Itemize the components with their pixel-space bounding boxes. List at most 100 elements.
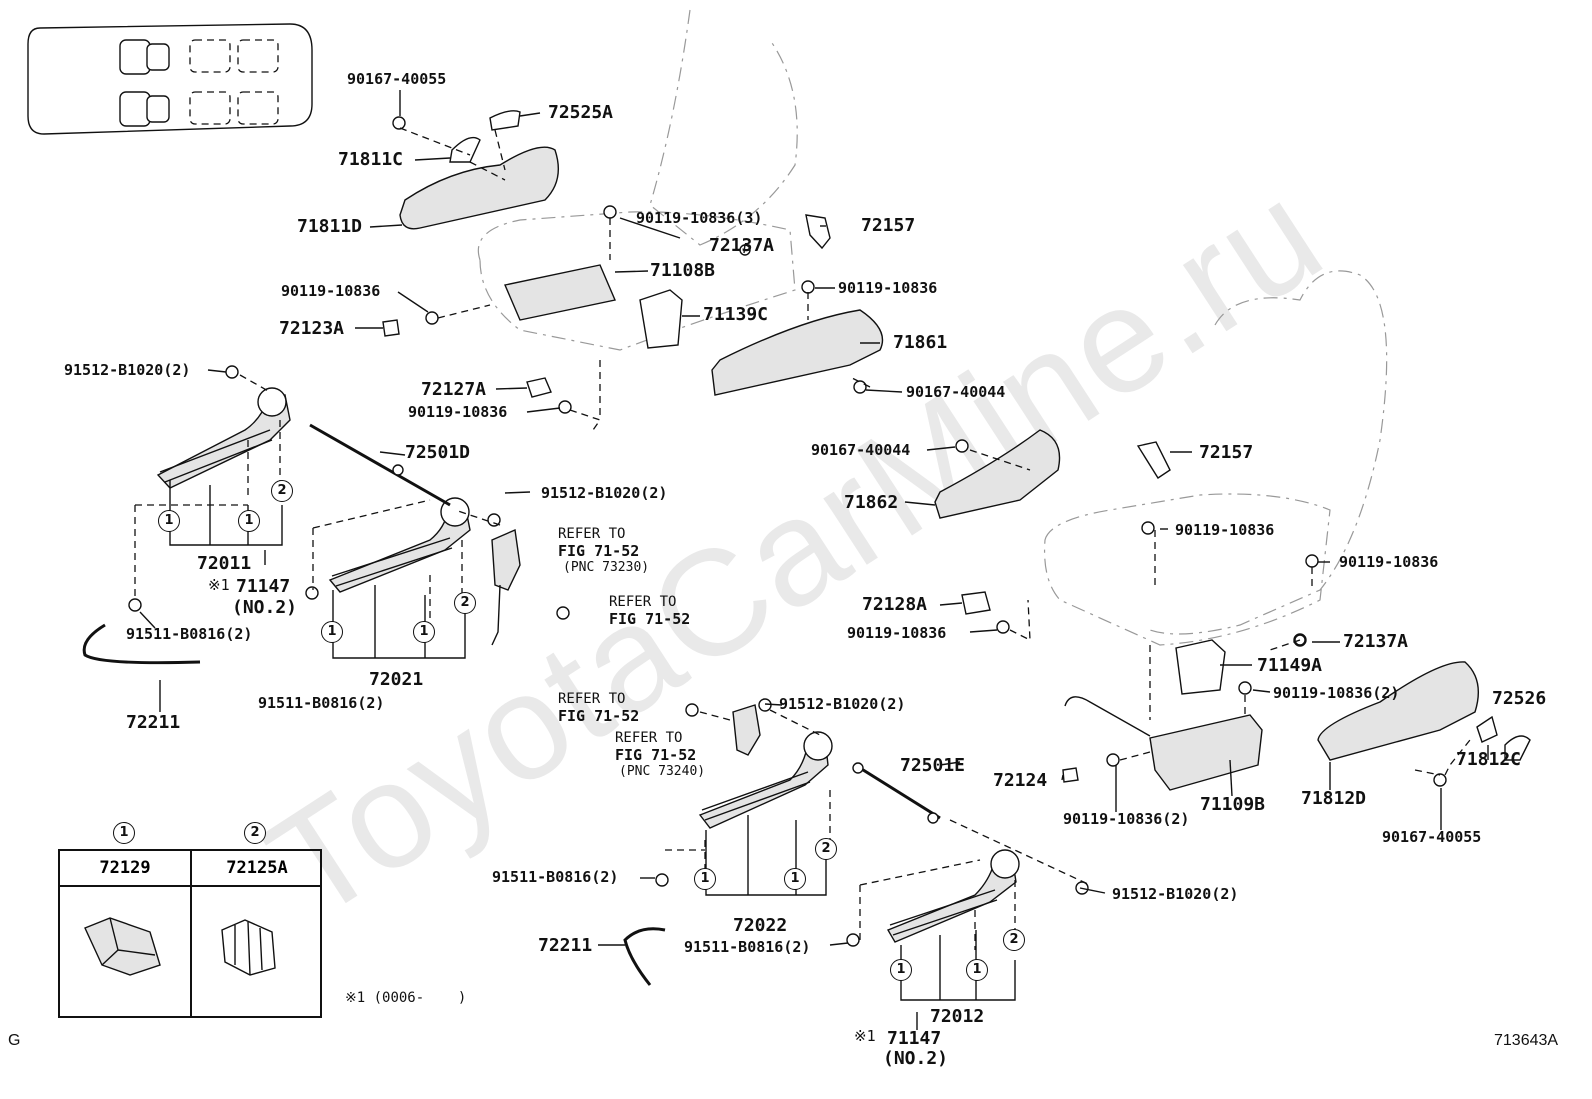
- callout-90167-40044: 90167-40044: [906, 383, 1006, 401]
- leader-lines: [139, 90, 1489, 1030]
- callout-91511-B0816: 91511-B0816(2): [126, 625, 253, 643]
- refer-fig-label: FIG 71-52: [558, 707, 640, 725]
- legend-header-72129: 72129: [60, 851, 190, 887]
- callout-72211: 72211: [126, 712, 181, 733]
- callout-90167-40044: 90167-40044: [811, 441, 911, 459]
- vehicle-seat-layout-icon: [27, 23, 313, 135]
- marker-1: 1: [890, 959, 912, 981]
- marker-2: 2: [815, 838, 837, 860]
- callout-90119-10836: 90119-10836: [1175, 521, 1275, 539]
- upper-seat-outline: [477, 9, 798, 351]
- callout-91512-B1020: 91512-B1020(2): [779, 695, 906, 713]
- callout-90119-10836-3: 90119-10836(3): [636, 209, 763, 227]
- callout-72525A: 72525A: [548, 102, 614, 123]
- callout-90119-10836: 90119-10836: [1339, 553, 1439, 571]
- marker-1: 1: [966, 959, 988, 981]
- footnote-mark: ※1: [208, 576, 230, 594]
- bracket-71139C: [639, 289, 683, 349]
- cover-71149A: [1175, 639, 1226, 695]
- refer-fig-label: FIG 71-52: [615, 746, 697, 764]
- track-72011: [156, 387, 291, 489]
- callout-90119-10836: 90119-10836: [838, 279, 938, 297]
- cap-72525A: [489, 110, 521, 131]
- callout-91512-B1020: 91512-B1020(2): [1112, 885, 1239, 903]
- wire-72211-b: [623, 927, 666, 986]
- callout-71862: 71862: [844, 492, 899, 513]
- legend-marker-1: 1: [113, 822, 135, 844]
- figure-id: 713643A: [1494, 1032, 1559, 1049]
- callout-71149A: 71149A: [1257, 655, 1323, 676]
- callout-72137A: 72137A: [1343, 631, 1409, 652]
- cover-71109B: [1149, 714, 1263, 791]
- callout-72011: 72011: [197, 553, 252, 574]
- legend-column-2: 72125A: [190, 851, 322, 1016]
- clip-72127A: [526, 377, 552, 398]
- frame-71108B: [504, 264, 616, 321]
- callout-72124: 72124: [993, 770, 1048, 791]
- assembly-lines: [134, 127, 1471, 950]
- legend-part-72125A: [221, 919, 276, 976]
- callout-71811D: 71811D: [297, 216, 363, 237]
- callout-72128A: 72128A: [862, 594, 928, 615]
- callout-72157: 72157: [1199, 442, 1254, 463]
- callout-no2: (NO.2): [232, 597, 298, 618]
- legend-column-1: 72129: [60, 851, 190, 1016]
- cover-71812C: [1476, 715, 1498, 743]
- footnote: ※1 (0006- ): [345, 990, 467, 1006]
- track-72012: [886, 849, 1020, 943]
- callout-90119-10836: 90119-10836: [408, 403, 508, 421]
- callout-72127A: 72127A: [421, 379, 487, 400]
- legend-header-72125A: 72125A: [192, 851, 322, 887]
- callout-72501D: 72501D: [405, 442, 471, 463]
- refer-to-label: REFER TO: [558, 691, 626, 707]
- harness-72124: [1064, 696, 1151, 737]
- lower-seat-outline: [1043, 270, 1388, 646]
- callout-72021: 72021: [369, 669, 424, 690]
- marker-1: 1: [238, 510, 260, 532]
- callout-90119-10836-2: 90119-10836(2): [1063, 810, 1190, 828]
- marker-1: 1: [158, 510, 180, 532]
- callout-71861: 71861: [893, 332, 948, 353]
- marker-1: 1: [784, 868, 806, 890]
- bracket-72157-a: [805, 214, 831, 250]
- marker-2: 2: [454, 592, 476, 614]
- callout-91511-B0816: 91511-B0816(2): [492, 868, 619, 886]
- callout-90167-40055: 90167-40055: [347, 70, 447, 88]
- legend-table: 72129 72125A: [58, 849, 322, 1018]
- callout-72022: 72022: [733, 915, 788, 936]
- track-72021: [328, 497, 471, 593]
- refer-pnc-label: (PNC 73230): [563, 560, 650, 575]
- callout-71139C: 71139C: [703, 304, 769, 325]
- cover-71811C: [449, 136, 481, 163]
- callout-90119-10836-2: 90119-10836(2): [1273, 684, 1400, 702]
- marker-1: 1: [321, 621, 343, 643]
- callout-72501E: 72501E: [900, 755, 966, 776]
- rod-72501D: [309, 423, 451, 507]
- callout-71109B: 71109B: [1200, 794, 1266, 815]
- callout-90119-10836: 90119-10836: [847, 624, 947, 642]
- callout-72526: 72526: [1492, 688, 1547, 709]
- callout-90119-10836: 90119-10836: [281, 282, 381, 300]
- callout-72123A: 72123A: [279, 318, 345, 339]
- refer-to-label: REFER TO: [558, 526, 626, 542]
- callout-72157: 72157: [861, 215, 916, 236]
- rod-72501E: [859, 766, 941, 820]
- refer-to-label: REFER TO: [615, 730, 683, 746]
- wire-72211-a: [82, 623, 201, 665]
- callout-72012: 72012: [930, 1006, 985, 1027]
- callout-91512-B1020: 91512-B1020(2): [64, 361, 191, 379]
- callout-71812D: 71812D: [1301, 788, 1367, 809]
- marker-2: 2: [271, 480, 293, 502]
- clip-72124b: [1062, 767, 1079, 783]
- bracket-72157-b: [1136, 441, 1171, 479]
- callout-71147: 71147: [887, 1028, 942, 1049]
- bolts: [128, 116, 1447, 947]
- callout-91511-B0816: 91511-B0816(2): [258, 694, 385, 712]
- marker-1: 1: [413, 621, 435, 643]
- legend-part-72129: [84, 917, 161, 976]
- marker-2: 2: [1003, 929, 1025, 951]
- refer-fig-label: FIG 71-52: [558, 542, 640, 560]
- refer-fig-label: FIG 71-52: [609, 610, 691, 628]
- callout-71108B: 71108B: [650, 260, 716, 281]
- track-72022: [698, 731, 833, 829]
